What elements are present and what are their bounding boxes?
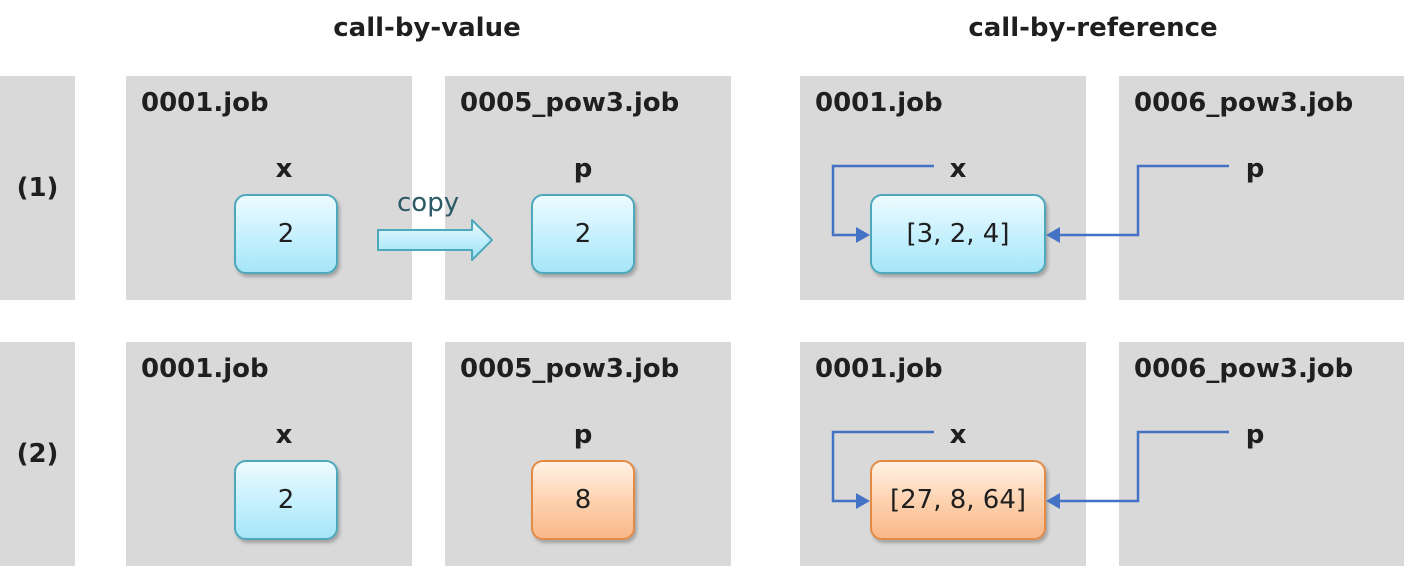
- variable-name: p: [1245, 420, 1265, 450]
- call-by-reference-heading: call-by-reference: [968, 13, 1218, 43]
- job-name: 0001.job: [815, 88, 943, 118]
- reference-caller-panel: 0001.job x [3, 2, 4]: [800, 76, 1086, 300]
- reference-caller-panel: 0001.job x [27, 8, 64]: [800, 342, 1086, 566]
- reference-callee-panel: 0006_pow3.job p: [1119, 76, 1404, 300]
- call-by-value-heading: call-by-value: [333, 13, 521, 43]
- row-label-2: (2): [0, 342, 75, 566]
- job-name: 0005_pow3.job: [460, 354, 680, 384]
- variable-name: x: [949, 420, 967, 450]
- value-callee-panel: 0005_pow3.job p 8: [445, 342, 731, 566]
- x-reference-arrow: [831, 164, 934, 243]
- list-value-box: [3, 2, 4]: [870, 194, 1046, 274]
- copy-label: copy: [397, 188, 460, 218]
- row-label-1: (1): [0, 76, 75, 300]
- variable-name: x: [275, 420, 293, 450]
- copy-arrow-icon: [377, 219, 493, 261]
- changed-value-box: 8: [531, 460, 635, 540]
- job-name: 0001.job: [141, 88, 269, 118]
- variable-name: p: [573, 420, 593, 450]
- job-name: 0001.job: [141, 354, 269, 384]
- value-caller-panel: 0001.job x 2: [126, 342, 412, 566]
- value-caller-panel: 0001.job x 2: [126, 76, 412, 300]
- variable-name: x: [949, 154, 967, 184]
- value-box: 2: [234, 194, 338, 274]
- value-callee-panel: 0005_pow3.job p 2: [445, 76, 731, 300]
- job-name: 0006_pow3.job: [1134, 88, 1354, 118]
- p-reference-arrow: [1046, 164, 1229, 243]
- p-reference-arrow: [1046, 430, 1229, 509]
- variable-name: p: [1245, 154, 1265, 184]
- job-name: 0005_pow3.job: [460, 88, 680, 118]
- variable-name: x: [275, 154, 293, 184]
- changed-list-value-box: [27, 8, 64]: [870, 460, 1046, 540]
- variable-name: p: [573, 154, 593, 184]
- reference-callee-panel: 0006_pow3.job p: [1119, 342, 1404, 566]
- job-name: 0006_pow3.job: [1134, 354, 1354, 384]
- x-reference-arrow: [831, 430, 934, 509]
- job-name: 0001.job: [815, 354, 943, 384]
- value-box: 2: [234, 460, 338, 540]
- value-box: 2: [531, 194, 635, 274]
